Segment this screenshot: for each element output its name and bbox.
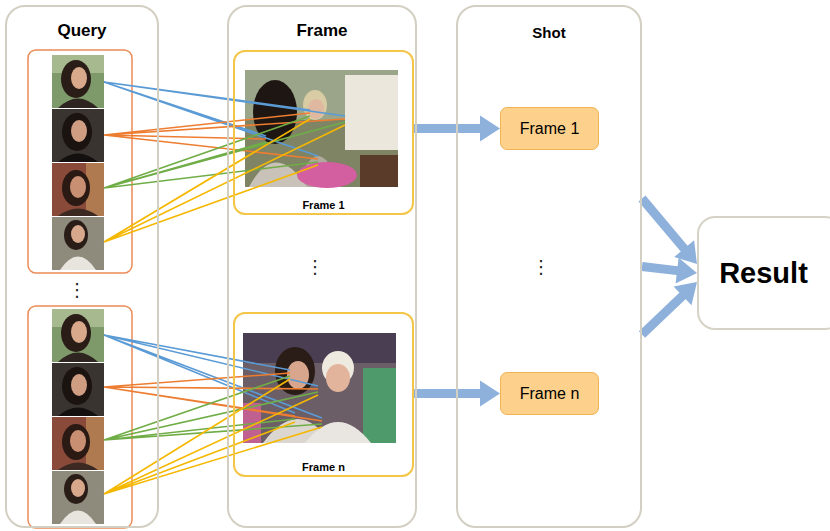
arrow-shaft [414,389,482,398]
flow-arrow [642,282,697,334]
frame-box: Frame n [233,312,414,477]
query-panel: Query [5,5,159,528]
flow-arrow [642,258,697,284]
arrow-head [480,381,500,407]
face-thumbnail [52,417,104,470]
match-line [104,116,345,188]
face-thumbnail [52,471,104,524]
node-text: Frame 1 [235,199,412,211]
node-text: Shot [458,24,640,41]
ellipsis-mark: ⋮ [521,258,561,276]
node-text: Frame n [520,385,580,403]
node-text: Frame n [235,461,412,473]
shot-frame-box: Frame n [500,372,599,415]
shot-frame-box: Frame 1 [500,107,599,150]
flow-arrow [642,199,697,264]
ellipsis-mark: ⋮ [57,281,97,299]
arrow-head [480,116,500,142]
face-thumbnail [52,363,104,416]
frame-box: Frame 1 [233,50,414,215]
arrow-shaft [642,294,684,334]
face-thumbnail [52,309,104,362]
arrow-shaft [642,199,685,251]
node-text: Query [7,21,157,41]
node-text: Result [719,257,808,290]
node-text: Frame [229,21,415,41]
ellipsis-mark: ⋮ [295,258,335,276]
arrow-head [674,240,697,264]
result-box: Result [697,216,830,330]
arrow-head [676,258,697,284]
node-text: Frame 1 [520,120,580,138]
arrow-head [674,282,697,305]
match-line [104,119,345,242]
arrow-shaft [642,267,679,271]
face-thumbnail [52,109,104,162]
match-lines [104,82,345,494]
face-thumbnail [52,163,104,216]
face-thumbnail [52,55,104,108]
face-thumbnail [52,217,104,270]
arrow-shaft [414,124,482,133]
